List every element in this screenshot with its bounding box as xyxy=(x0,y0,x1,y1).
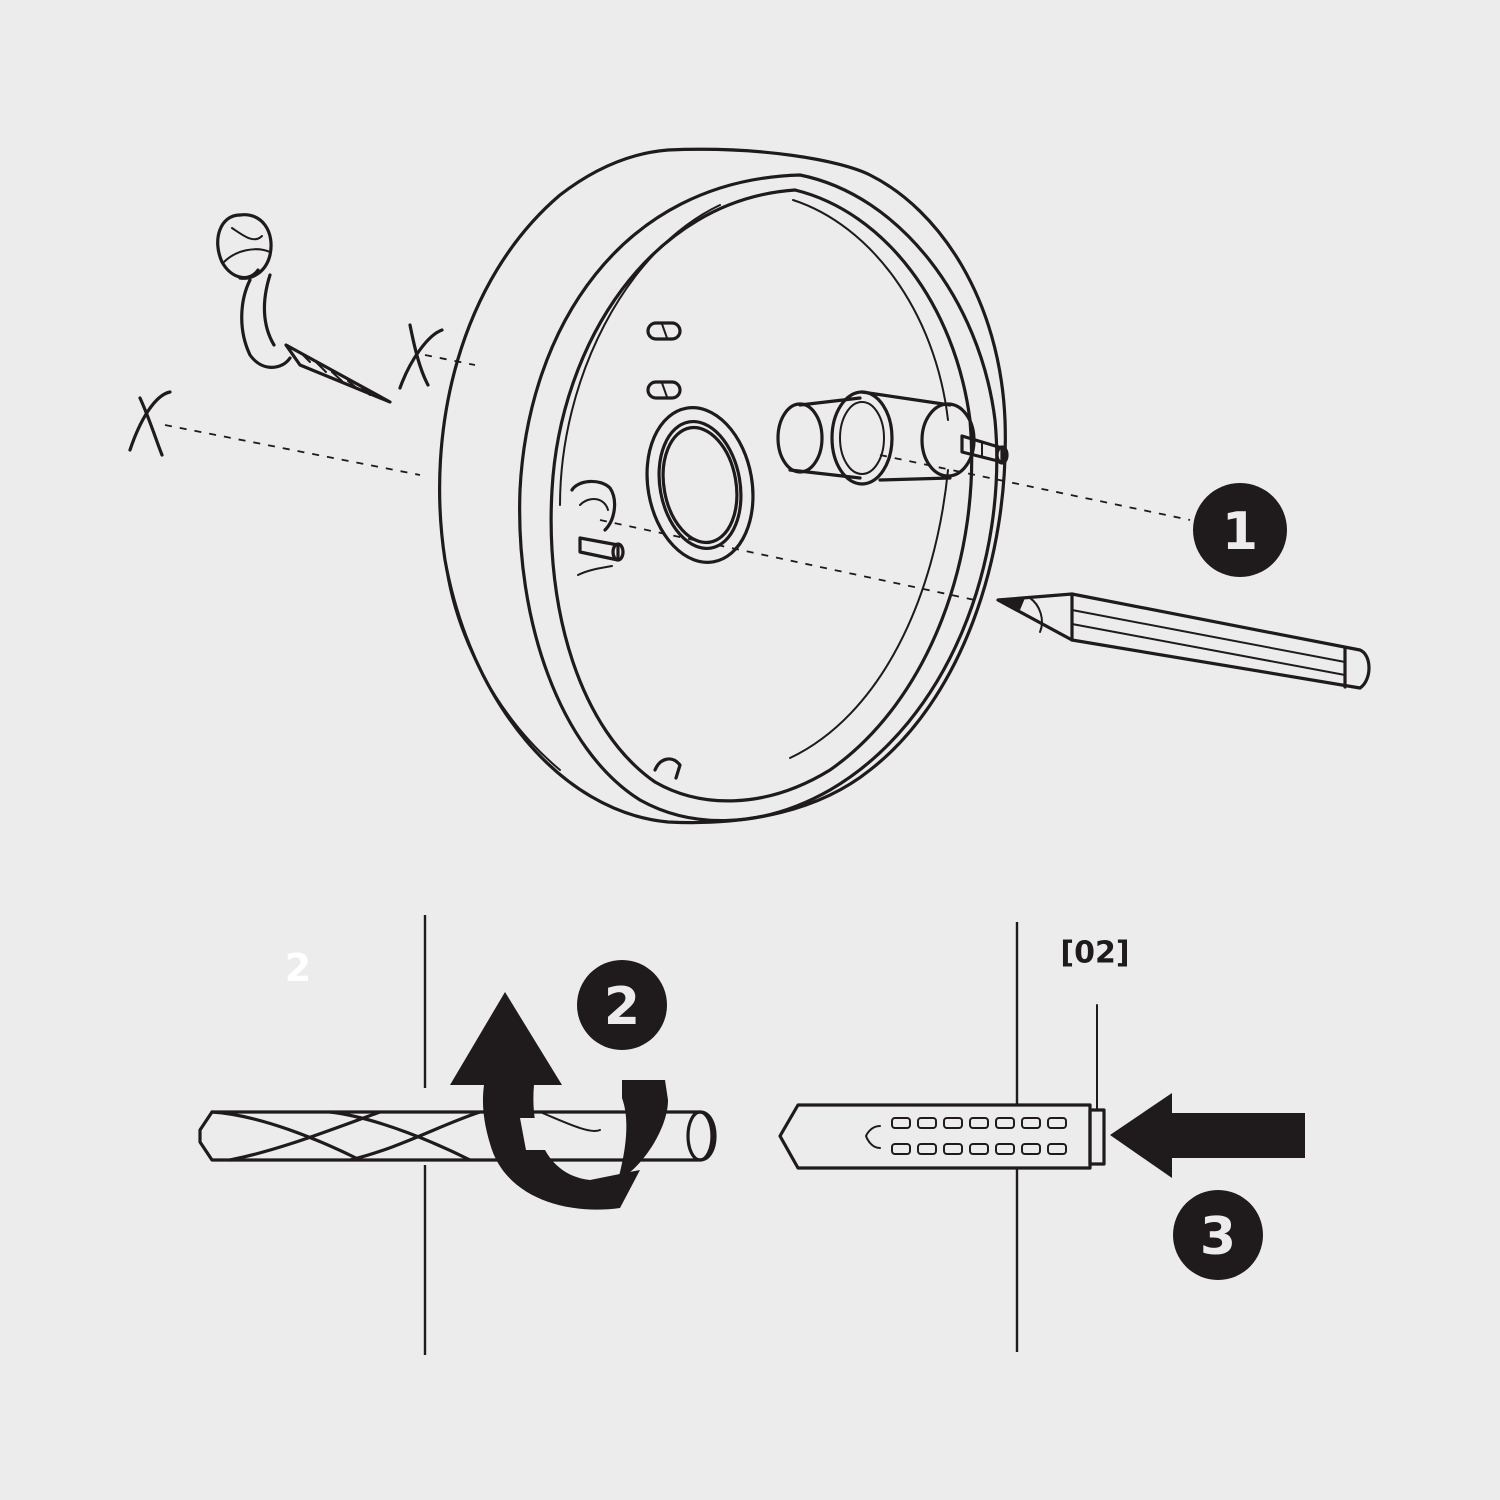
step-2-badge: 2 xyxy=(577,960,667,1050)
wall-plug-icon xyxy=(778,1004,1106,1170)
rotation-arrow-icon xyxy=(450,992,668,1210)
cross-mark-icon xyxy=(398,323,444,390)
step-3-number: 3 xyxy=(1200,1207,1236,1267)
mounting-base-icon xyxy=(438,147,1009,825)
step-1-number: 1 xyxy=(1222,502,1258,562)
drill-bit-icon xyxy=(198,1110,717,1162)
push-arrow-icon xyxy=(1110,1093,1305,1178)
cross-mark-icon xyxy=(128,390,172,457)
faint-step-label: 2 xyxy=(285,946,311,990)
step-2-number: 2 xyxy=(604,977,640,1037)
screw-icon xyxy=(216,213,392,404)
step-3-badge: 3 xyxy=(1173,1190,1263,1280)
guide-lines xyxy=(164,354,1191,601)
pencil-icon xyxy=(996,592,1371,690)
step-1-badge: 1 xyxy=(1193,483,1287,577)
part-code-label: [02] xyxy=(1060,936,1129,971)
